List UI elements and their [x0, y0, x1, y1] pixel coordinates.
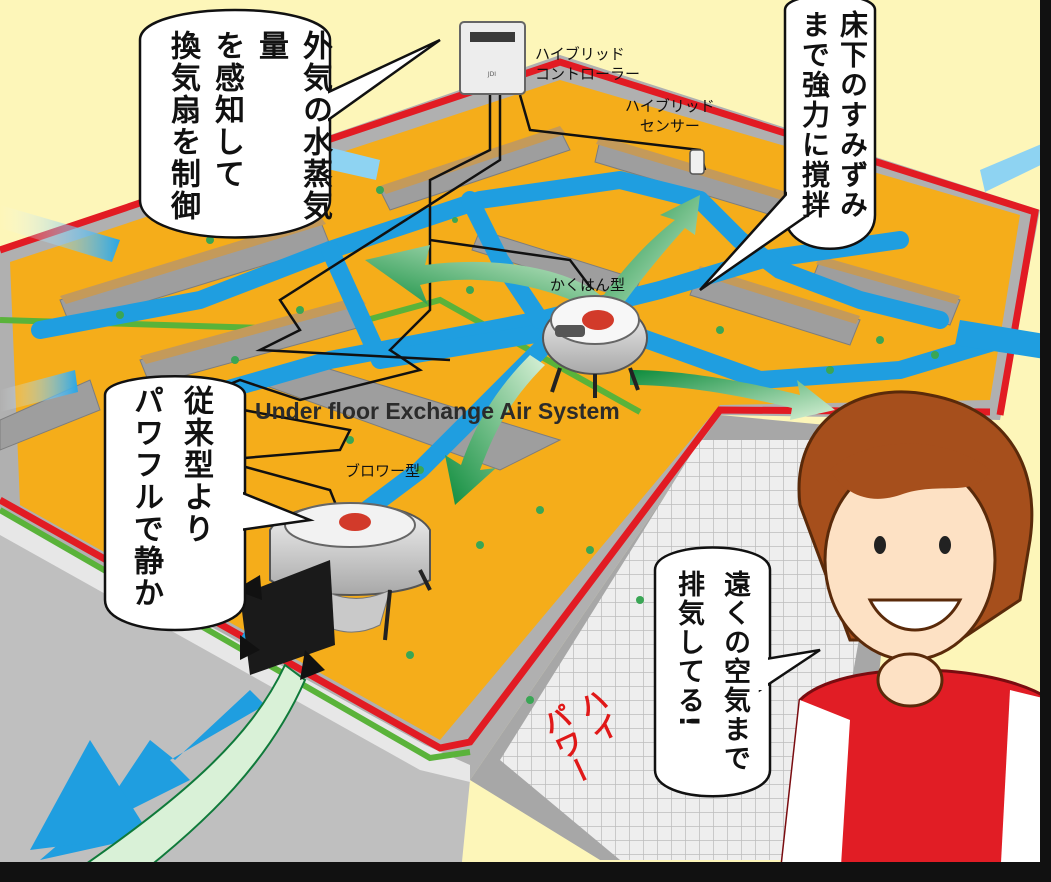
woman-illustration: [778, 390, 1051, 882]
incoming-air-streams: [0, 140, 1051, 412]
sensor-label-line2: センサー: [639, 117, 700, 135]
controller-label: ハイブリッド コントローラー: [535, 44, 640, 84]
bubble-outside-air-line1: 外気の水蒸気量: [253, 30, 332, 222]
bubble-powerful-text: 従来型より パワフルで静か: [120, 385, 220, 615]
bubble-underfloor-text: 床下のすみずみ まで強力に撹拌: [795, 10, 871, 240]
beam-tops: [60, 126, 960, 364]
blower-fan-icon: [235, 502, 432, 680]
system-title: Under floor Exchange Air System: [255, 398, 620, 424]
bottom-border: [0, 862, 1051, 882]
sensor-label-line1: ハイブリッド: [625, 97, 715, 115]
blower-type-label: ブロワー型: [345, 462, 421, 480]
bubble-far-air-text: 遠くの空気まで 排気してる!: [665, 570, 757, 795]
bubble-underfloor-line2: まで強力に撹拌: [798, 10, 831, 220]
sensor-icon: [689, 149, 705, 175]
controller-label-line2: コントローラー: [535, 65, 641, 83]
air-particles: [116, 186, 939, 704]
bubble-outside-air-text: 外気の水蒸気量 を感知して 換気扇を制御: [160, 30, 336, 230]
right-border: [1040, 0, 1051, 882]
stirring-fan-icon: [542, 295, 648, 398]
bubble-far-air-line2: 排気してる!: [673, 570, 704, 730]
circulation-arrows: [365, 195, 835, 505]
sensor-label: ハイブリッド センサー: [625, 96, 715, 136]
bubble-outside-air-line3: 換気扇を制御: [165, 30, 200, 222]
bubble-far-air-line1: 遠くの空気まで: [719, 570, 750, 773]
svg-text:JDI: JDI: [487, 71, 496, 78]
bubble-powerful-line1: 従来型より: [178, 385, 213, 545]
controller-label-line1: ハイブリッド: [535, 45, 625, 63]
bubble-powerful-line2: パワフルで静か: [128, 385, 163, 609]
bubble-outside-air-line2: を感知して: [209, 30, 244, 190]
stirring-type-label: かくはん型: [550, 276, 626, 294]
controller-device-icon: JDI: [459, 21, 526, 95]
bubble-underfloor-line1: 床下のすみずみ: [836, 10, 869, 220]
exhaust-arrow: [30, 663, 307, 882]
